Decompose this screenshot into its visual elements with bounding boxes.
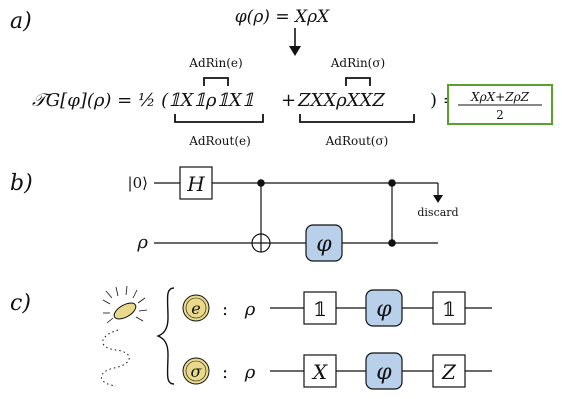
z-gate-label: Z bbox=[441, 360, 457, 384]
coin-sigma-rim bbox=[185, 360, 207, 382]
x-gate-label: X bbox=[311, 360, 328, 384]
coin-e-icon bbox=[182, 294, 210, 322]
ad-in-e-label: AdRin(e) bbox=[188, 56, 242, 70]
phi-gate-sigma-label: φ bbox=[376, 360, 392, 385]
identity-gate-e1-label: 𝟙 bbox=[313, 297, 327, 321]
equation-lhs: 𝒯G[φ](ρ) = ½ ( bbox=[32, 90, 169, 111]
panel-b-label: b) bbox=[10, 171, 33, 196]
phi-definition: φ(ρ) = XρX bbox=[235, 7, 330, 27]
bracket-in-sigma bbox=[345, 77, 371, 86]
colon-e: : bbox=[222, 299, 228, 320]
bracket-out-e bbox=[174, 114, 264, 123]
hadamard-gate-label: H bbox=[186, 172, 205, 196]
panel-a-label: a) bbox=[10, 9, 32, 34]
flipping-coin-icon bbox=[101, 285, 148, 387]
colon-sigma: : bbox=[222, 362, 228, 383]
down-arrow-icon bbox=[289, 46, 301, 56]
identity-gate-e2-label: 𝟙 bbox=[442, 297, 456, 321]
ad-out-sigma-label: AdRout(σ) bbox=[325, 134, 389, 148]
z-gate bbox=[432, 354, 466, 388]
coin-e-label: e bbox=[191, 299, 200, 318]
cz-control-dot-bottom bbox=[388, 239, 396, 247]
phi-gate-label: φ bbox=[316, 232, 332, 257]
phi-gate-e-label: φ bbox=[376, 297, 392, 322]
ad-out-e-label: AdRout(e) bbox=[188, 134, 251, 148]
coin-e-rim bbox=[185, 297, 207, 319]
hadamard-gate bbox=[179, 166, 213, 200]
panel-c-label: c) bbox=[10, 291, 31, 316]
x-gate bbox=[303, 354, 337, 388]
term-sigma: ZXXρXXZ bbox=[297, 90, 385, 111]
rho-e-label: ρ bbox=[244, 299, 256, 320]
coin-sigma-icon bbox=[182, 357, 210, 385]
discard-label: discard bbox=[417, 206, 458, 219]
result-numerator: XρX+ZρZ bbox=[470, 90, 530, 104]
discard-arrow-icon bbox=[433, 195, 443, 203]
phi-gate-sigma bbox=[365, 352, 403, 390]
bracket-out-sigma bbox=[299, 114, 415, 123]
phi-gate bbox=[305, 224, 343, 262]
ad-in-sigma-label: AdRin(σ) bbox=[330, 56, 386, 70]
bracket-in-e bbox=[203, 77, 229, 86]
coin-sigma-label: σ bbox=[191, 362, 203, 381]
result-box bbox=[447, 84, 553, 125]
ket-zero-label: |0⟩ bbox=[128, 174, 148, 192]
rho-sigma-label: ρ bbox=[244, 362, 256, 383]
identity-gate-e1 bbox=[303, 291, 337, 325]
identity-gate-e2 bbox=[432, 291, 466, 325]
rho-input-label: ρ bbox=[136, 232, 148, 253]
plus-sign: + bbox=[281, 90, 296, 111]
phi-gate-e bbox=[365, 289, 403, 327]
term-e: 𝟙X𝟙ρ𝟙X𝟙 bbox=[168, 90, 254, 111]
result-denominator: 2 bbox=[496, 108, 504, 122]
curly-brace bbox=[156, 287, 175, 385]
